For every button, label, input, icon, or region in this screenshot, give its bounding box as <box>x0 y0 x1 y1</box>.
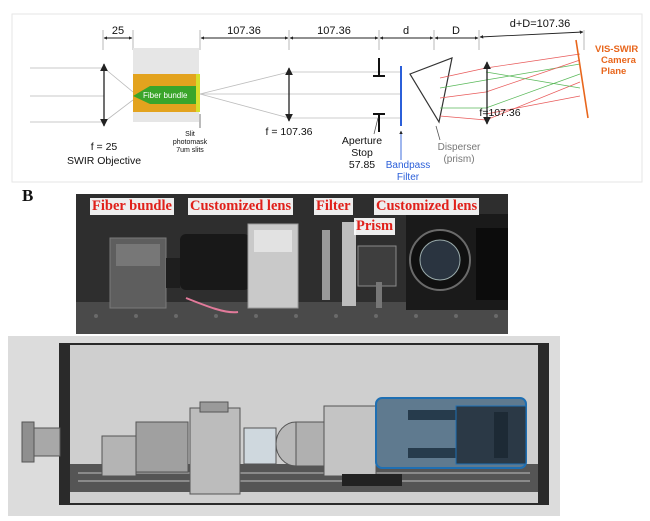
label-customized-lens-2: Customized lens <box>374 198 480 215</box>
dim-D: D <box>452 25 460 37</box>
camera-plane-label-3: Plane <box>601 66 626 77</box>
dim-d-plus-D: d+D=107.36 <box>510 18 571 30</box>
panel-label-b: B <box>22 186 34 205</box>
dispersed-rays <box>439 53 581 121</box>
dimension-guides <box>102 30 585 50</box>
camera-plane-label-1: VIS-SWIR <box>595 44 638 55</box>
prism <box>409 57 453 124</box>
aperture-label-3: 57.85 <box>349 159 375 171</box>
disperser-pointer <box>435 125 441 141</box>
input-rays <box>30 67 134 123</box>
label-prism: Prism <box>354 218 396 235</box>
optical-layout-diagram: 25 107.36 107.36 d D d+D=107.36 Fiber bu… <box>11 13 643 183</box>
aperture-stop <box>373 58 385 132</box>
f25-label: f = 25 <box>91 141 118 153</box>
slit-label-2: photomask <box>173 139 208 146</box>
panel-a-frame <box>11 13 643 183</box>
fiber-bundle-block <box>133 48 200 122</box>
bandpass-label-2: Filter <box>397 172 420 183</box>
camera-plane <box>575 39 589 119</box>
dim-d: d <box>403 25 409 37</box>
dimension-labels: 25 107.36 107.36 d D d+D=107.36 <box>112 18 570 37</box>
cad-rendering <box>8 336 560 516</box>
dim-107-a: 107.36 <box>227 25 261 37</box>
label-fiber-bundle: Fiber bundle <box>90 198 174 215</box>
slit-label-1: Slit <box>185 131 195 138</box>
disperser-label-1: Disperser <box>438 142 481 153</box>
slit-label-3: 7um slits <box>176 147 204 154</box>
dim-107-b: 107.36 <box>317 25 351 37</box>
collimator-rays <box>199 71 400 119</box>
label-customized-lens-1: Customized lens <box>188 198 294 215</box>
aperture-pointer <box>373 117 379 135</box>
dimension-arrows <box>103 30 584 40</box>
f107-collimator-label: f = 107.36 <box>266 126 313 138</box>
aperture-label-2: Stop <box>351 147 373 159</box>
bench-photo-illustration <box>76 194 508 334</box>
fiber-bundle-label: Fiber bundle <box>143 91 188 100</box>
aperture-label-1: Aperture <box>342 135 382 147</box>
cad-illustration <box>8 336 560 516</box>
swir-objective-label: SWIR Objective <box>67 155 141 167</box>
f107-camera-label: f=107.36 <box>479 107 520 119</box>
bench-setup-photo: Fiber bundle Customized lens Filter Cust… <box>76 194 508 334</box>
bandpass-label-1: Bandpass <box>386 160 430 171</box>
disperser-label-2: (prism) <box>443 154 474 165</box>
dim-25: 25 <box>112 25 124 37</box>
camera-plane-label-2: Camera <box>601 55 637 66</box>
label-filter: Filter <box>314 198 353 215</box>
